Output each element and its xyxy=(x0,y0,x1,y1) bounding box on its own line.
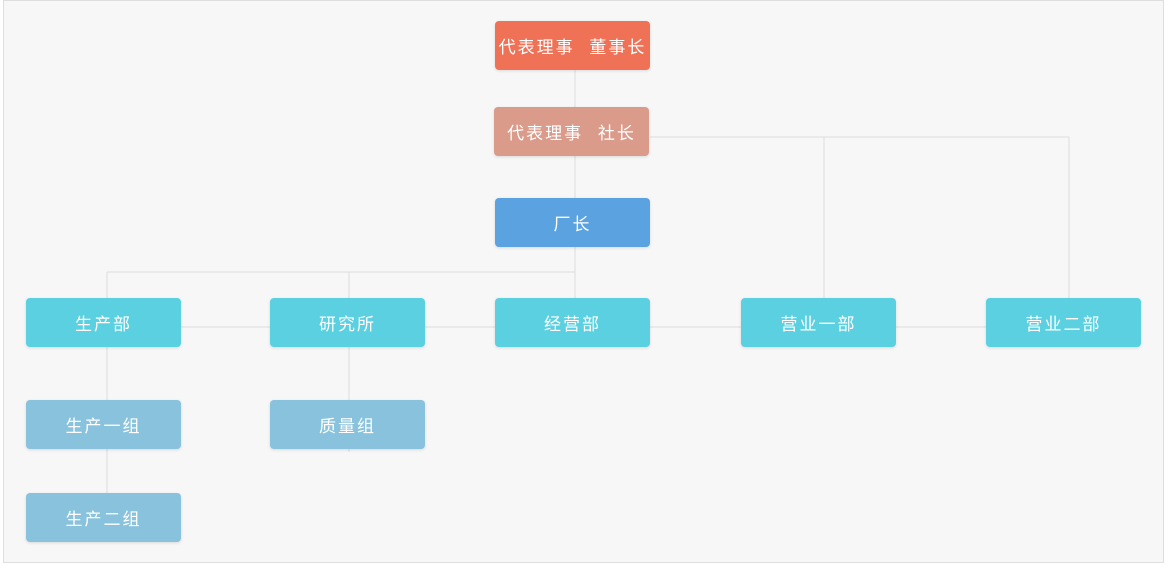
node-production-dept[interactable]: 生产部 xyxy=(26,298,181,347)
node-president[interactable]: 代表理事 社长 xyxy=(494,107,649,156)
node-research-institute[interactable]: 研究所 xyxy=(270,298,425,347)
node-quality-group[interactable]: 质量组 xyxy=(270,400,425,449)
node-management-dept[interactable]: 经营部 xyxy=(495,298,650,347)
node-sales-dept-2[interactable]: 营业二部 xyxy=(986,298,1141,347)
node-chairman[interactable]: 代表理事 董事长 xyxy=(495,21,650,70)
node-production-group-1[interactable]: 生产一组 xyxy=(26,400,181,449)
org-chart-canvas xyxy=(3,0,1164,563)
node-factory-manager[interactable]: 厂长 xyxy=(495,198,650,247)
node-production-group-2[interactable]: 生产二组 xyxy=(26,493,181,542)
node-sales-dept-1[interactable]: 营业一部 xyxy=(741,298,896,347)
